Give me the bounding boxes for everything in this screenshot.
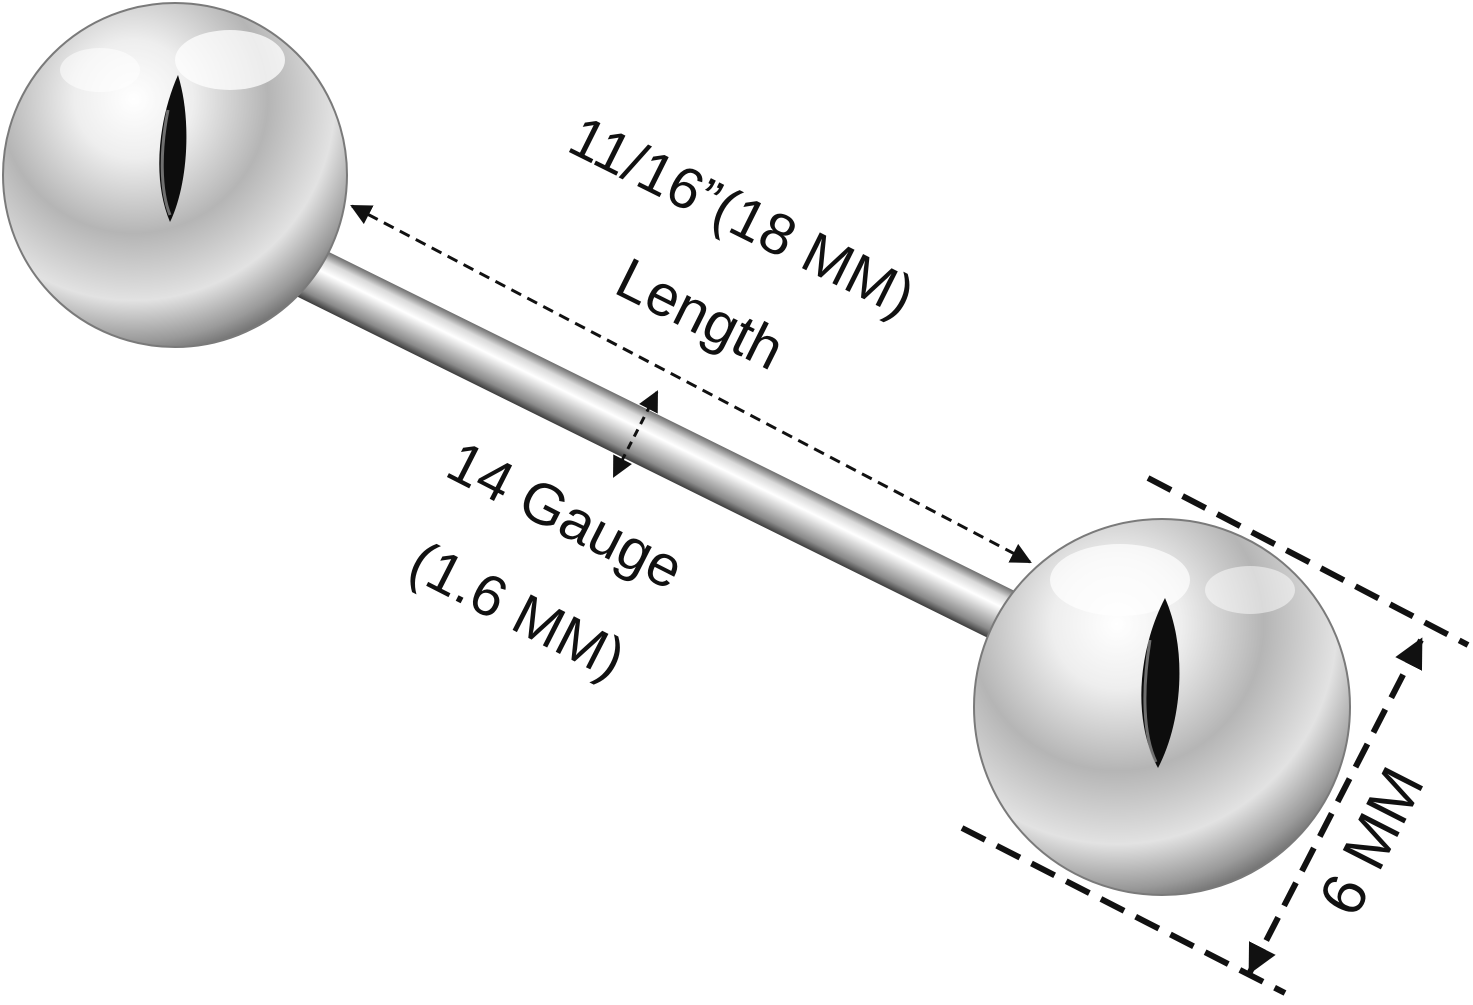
- left-ball: [2, 2, 348, 348]
- length-dimension-line: [350, 204, 1032, 564]
- ball-size-dimension: [960, 475, 1470, 996]
- gauge-dimension-line: [612, 390, 659, 478]
- left-ball-slot: [159, 75, 187, 222]
- length-label-line2: Length: [606, 245, 794, 382]
- right-ball: [973, 518, 1351, 896]
